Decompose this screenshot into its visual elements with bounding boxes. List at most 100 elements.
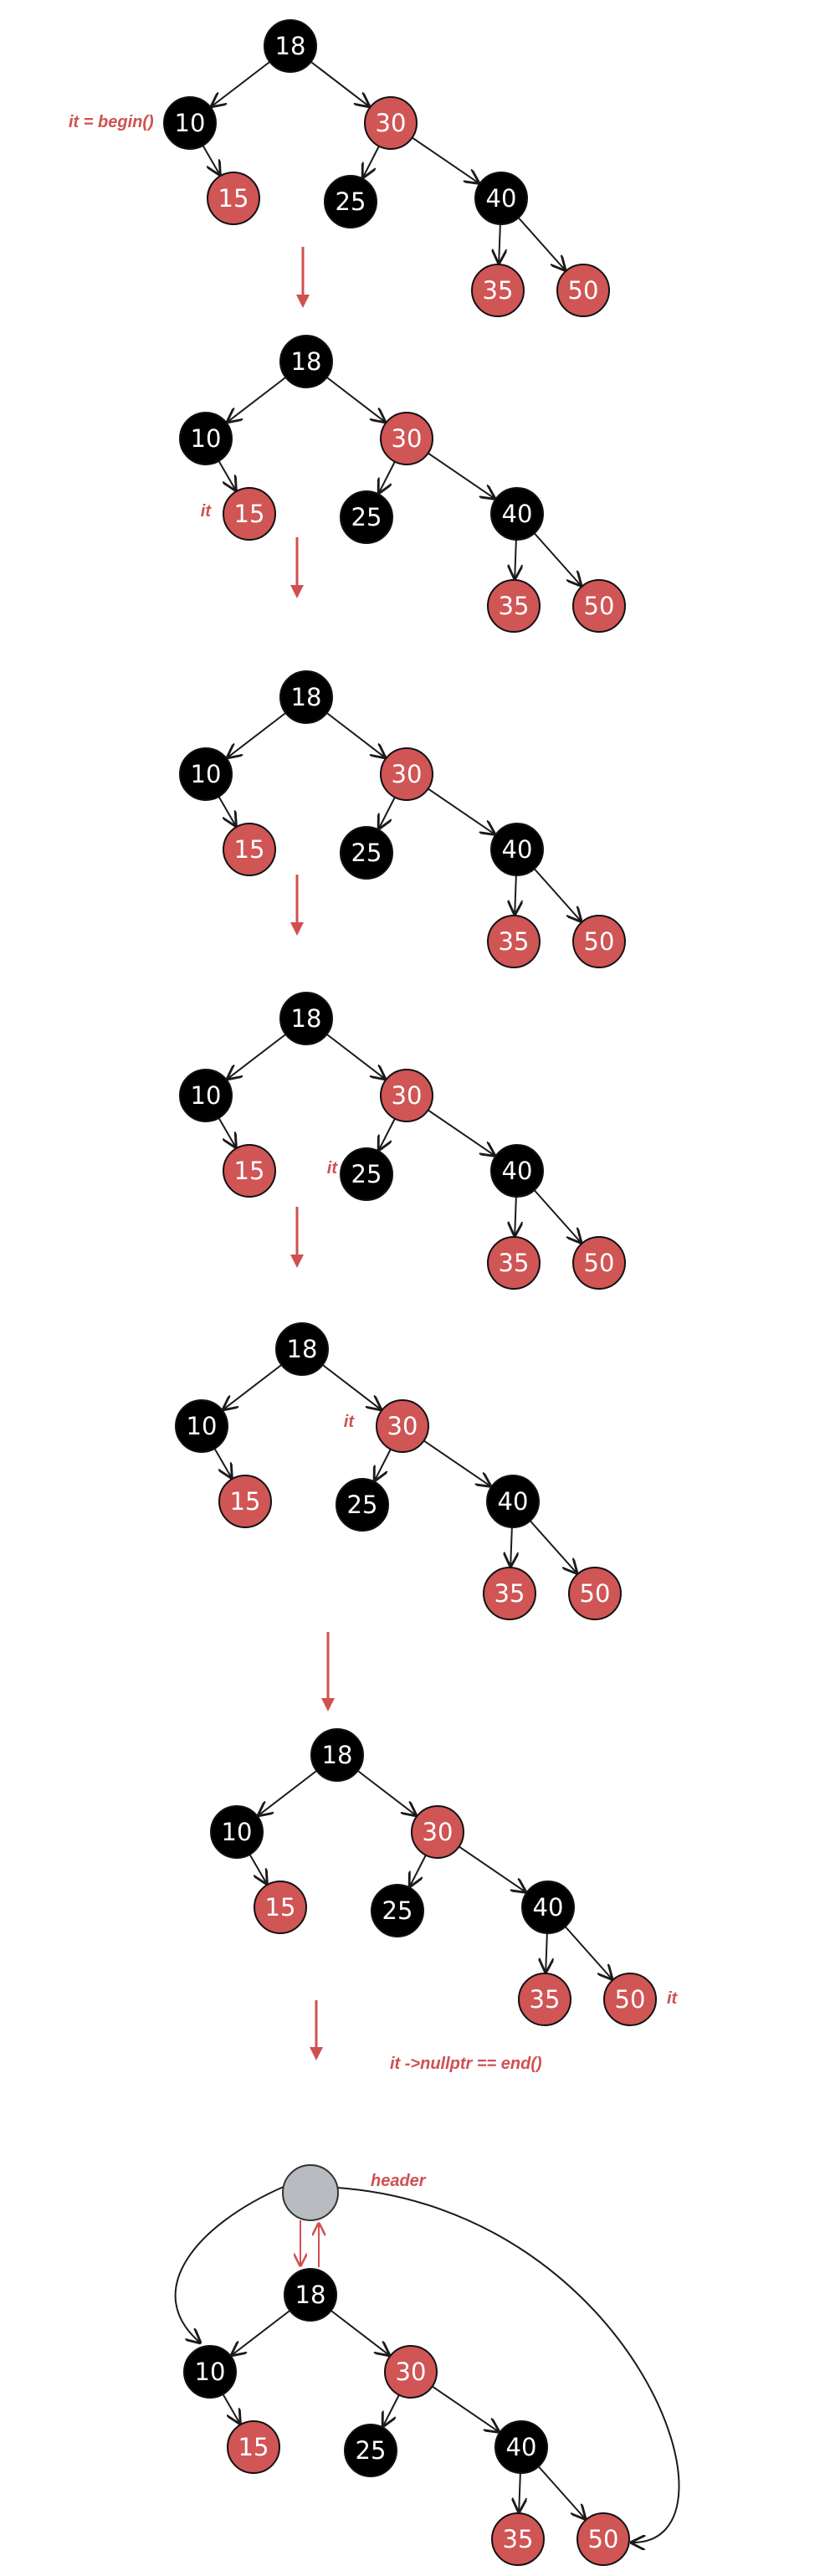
tree-7-node-10: 10	[183, 2345, 237, 2399]
tree-5-node-circle-35	[483, 1567, 536, 1620]
tree-6-node-30: 30	[411, 1805, 464, 1859]
tree-7-node-15: 15	[227, 2420, 280, 2474]
tree-1-node-10: 10	[163, 96, 217, 150]
step-arrow-head-6	[310, 2047, 323, 2060]
tree-7-node-label-15: 15	[238, 2433, 269, 2461]
tree-1-edge-40-50	[517, 217, 565, 269]
tree-6-edge-30-25	[410, 1855, 427, 1886]
step-arrow-head-2	[290, 585, 304, 598]
tree-3-node-35: 35	[487, 915, 541, 968]
tree-5-node-label-10: 10	[187, 1412, 218, 1440]
tree-5-node-30: 30	[376, 1399, 429, 1453]
tree-3-node-10: 10	[179, 747, 233, 801]
tree-3-node-label-10: 10	[191, 760, 222, 788]
tree-5-edge-30-25	[375, 1449, 392, 1480]
tree-2-node-label-15: 15	[234, 500, 265, 528]
tree-2-node-circle-40	[490, 487, 544, 541]
tree-2-edge-30-25	[379, 461, 396, 493]
tree-5-edge-30-40	[423, 1439, 490, 1486]
tree-2-node-circle-25	[340, 490, 393, 544]
tree-6-node-50: 50	[603, 1973, 657, 2026]
tree-5-node-18: 18	[275, 1322, 329, 1376]
tree-1-node-18: 18	[264, 19, 317, 73]
tree-5-node-40: 40	[486, 1475, 540, 1528]
tree-4-edge-10-15	[218, 1117, 236, 1147]
tree-5-edge-40-50	[529, 1520, 576, 1573]
tree-6-node-label-35: 35	[530, 1985, 561, 2014]
tree-1-node-circle-10	[163, 96, 217, 150]
tree-1-node-30: 30	[364, 96, 418, 150]
tree-6-node-label-25: 25	[382, 1896, 413, 1925]
tree-2-node-label-10: 10	[191, 424, 222, 453]
tree-3-node-circle-50	[572, 915, 626, 968]
tree-6-edge-40-50	[564, 1926, 612, 1978]
tree-1-edge-40-35	[499, 223, 500, 263]
tree-4-node-25: 25	[340, 1147, 393, 1201]
tree-7-edge-18-30	[330, 2310, 389, 2355]
tree-6-edge-18-10	[259, 1770, 318, 1815]
tree-7-node-label-30: 30	[396, 2358, 427, 2386]
tree-6-node-circle-15	[254, 1881, 307, 1934]
tree-5-node-10: 10	[175, 1399, 228, 1453]
tree-5-edge-10-15	[213, 1448, 232, 1478]
tree-4-node-circle-40	[490, 1144, 544, 1198]
tree-7-node-circle-10	[183, 2345, 237, 2399]
tree-3-edge-18-10	[228, 712, 287, 757]
tree-6-node-15: 15	[254, 1881, 307, 1934]
tree-6-edge-40-35	[546, 1932, 547, 1972]
tree-5-node-circle-10	[175, 1399, 228, 1453]
step-arrow-head-5	[321, 1698, 335, 1711]
step-arrow-6	[310, 2000, 323, 2060]
tree-6-node-label-18: 18	[322, 1741, 353, 1769]
tree-2-node-35: 35	[487, 579, 541, 633]
tree-5-node-circle-40	[486, 1475, 540, 1528]
tree-3-node-label-25: 25	[351, 839, 382, 867]
tree-7-node-circle-50	[576, 2512, 630, 2566]
tree-3-node-label-40: 40	[502, 835, 533, 864]
step-arrow-head-3	[290, 922, 304, 936]
step-arrow-4	[290, 1207, 304, 1268]
tree-1-node-label-35: 35	[483, 276, 514, 305]
tree-1-node-40: 40	[474, 172, 528, 225]
tree-5-node-circle-18	[275, 1322, 329, 1376]
tree-7-node-30: 30	[384, 2345, 438, 2399]
header-to-leftmost-link	[174, 2185, 286, 2343]
annotation-it-50: it	[667, 1989, 679, 2008]
tree-3-node-circle-40	[490, 823, 544, 876]
tree-7-edge-40-35	[519, 2472, 520, 2512]
tree-4-edge-18-30	[325, 1034, 385, 1079]
tree-6-node-label-15: 15	[265, 1893, 296, 1922]
tree-3-node-label-15: 15	[234, 835, 265, 864]
tree-2-node-50: 50	[572, 579, 626, 633]
tree-2-edge-10-15	[218, 460, 236, 490]
tree-6-edge-30-40	[459, 1845, 525, 1891]
tree-3-edge-18-30	[325, 712, 385, 757]
tree-5-edge-18-10	[223, 1364, 283, 1409]
tree-6-node-40: 40	[521, 1881, 575, 1934]
tree-5-node-25: 25	[336, 1478, 389, 1532]
tree-7-node-18: 18	[284, 2268, 337, 2322]
tree-5-node-label-30: 30	[387, 1412, 418, 1440]
tree-2-node-25: 25	[340, 490, 393, 544]
tree-1-node-35: 35	[471, 264, 525, 317]
tree-1-node-label-18: 18	[275, 32, 306, 60]
step-arrow-head-4	[290, 1255, 304, 1268]
tree-2-edge-18-30	[325, 377, 385, 422]
tree-1-node-15: 15	[207, 172, 260, 225]
tree-6-node-circle-50	[603, 1973, 657, 2026]
tree-3-node-18: 18	[279, 670, 333, 724]
tree-2-node-label-18: 18	[291, 347, 322, 376]
tree-4-node-circle-15	[223, 1144, 276, 1198]
tree-7-node-label-25: 25	[356, 2436, 387, 2465]
tree-1-node-label-50: 50	[568, 276, 599, 305]
tree-5-node-label-15: 15	[230, 1487, 261, 1516]
tree-6-node-circle-10	[210, 1805, 264, 1859]
tree-4-node-label-15: 15	[234, 1157, 265, 1185]
tree-4-node-label-25: 25	[351, 1160, 382, 1188]
tree-3-edge-30-40	[428, 788, 494, 834]
tree-3-node-label-18: 18	[291, 683, 322, 711]
tree-7-edge-30-25	[383, 2394, 400, 2426]
tree-5-node-15: 15	[218, 1475, 272, 1528]
tree-5-node-label-35: 35	[494, 1579, 525, 1608]
